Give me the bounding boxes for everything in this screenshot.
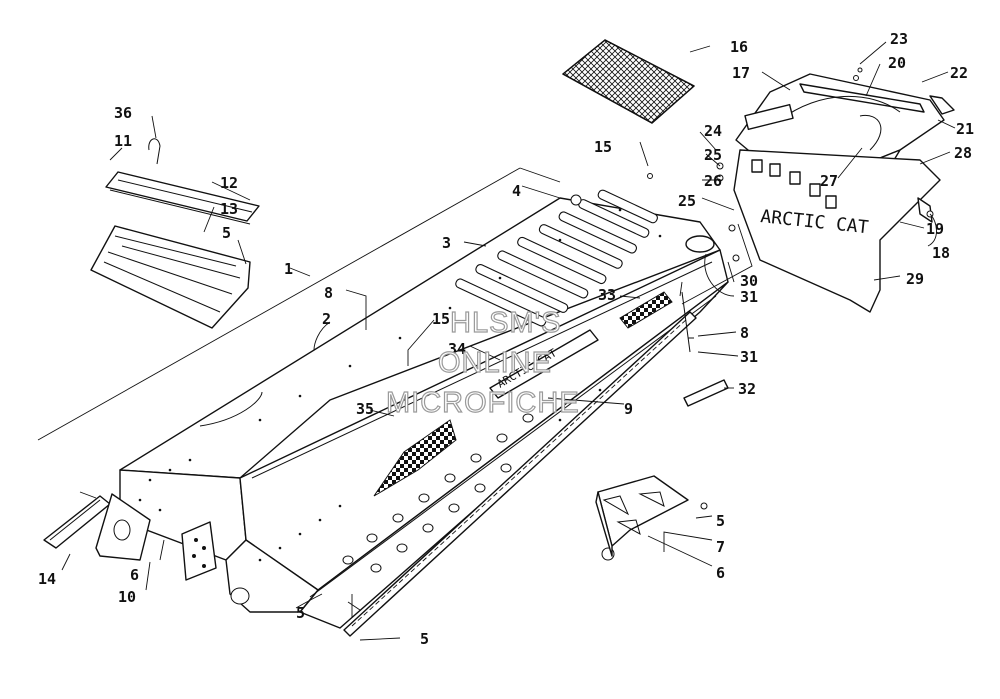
checkered-decal-part: [373, 419, 457, 497]
checkered-decal-small-part: [619, 291, 673, 329]
callout-36: 36: [114, 104, 132, 122]
callout-17: 17: [732, 64, 750, 82]
callout-6-right: 6: [716, 564, 725, 582]
watermark: HLSM'S ONLINE MICROFICHE: [385, 306, 580, 419]
callout-35: 35: [356, 400, 374, 418]
rear-panel-tabs: [751, 159, 837, 209]
callout-9: 9: [624, 400, 633, 418]
callout-15-upper: 15: [594, 138, 612, 156]
callout-5-bracket: 5: [716, 512, 725, 530]
front-plate-part: [95, 493, 151, 561]
bolt-part: [681, 291, 694, 353]
side-trim-strip-part: [343, 311, 697, 637]
callout-5-rail: 5: [222, 224, 231, 242]
callout-15-deck: 15: [432, 310, 450, 328]
callout-7: 7: [716, 538, 725, 556]
callout-2: 2: [322, 310, 331, 328]
callout-3: 3: [442, 234, 451, 252]
callout-31-lower: 31: [740, 348, 758, 366]
rail-cover-part: [105, 171, 260, 225]
rear-flap-panel-part: ARCTIC CAT: [733, 149, 941, 313]
callout-10: 10: [118, 588, 136, 606]
callout-14: 14: [38, 570, 56, 588]
watermark-line-3: MICROFICHE: [386, 387, 580, 419]
callout-5-bottom: 5: [296, 604, 305, 622]
callout-29: 29: [906, 270, 924, 288]
callout-6-left: 6: [130, 566, 139, 584]
callout-22: 22: [950, 64, 968, 82]
callout-8-right: 8: [740, 324, 749, 342]
callout-19: 19: [926, 220, 944, 238]
callout-8-left: 8: [324, 284, 333, 302]
callout-4: 4: [512, 182, 521, 200]
callout-33: 33: [598, 286, 616, 304]
callout-labels: 36 11 12 13 5 1 8 2 15 34 35 4 3 33 16 1…: [38, 30, 974, 648]
callout-23: 23: [890, 30, 908, 48]
hardware-fasteners: [570, 67, 934, 561]
callout-30: 30: [740, 272, 758, 290]
tunnel-main-part: [37, 167, 729, 629]
callout-25-lower: 25: [678, 192, 696, 210]
callout-27: 27: [820, 172, 838, 190]
tunnel-reinforcement-part: [90, 225, 251, 329]
callout-20: 20: [888, 54, 906, 72]
mount-bracket-part: [595, 475, 689, 557]
callout-13: 13: [220, 200, 238, 218]
callout-12: 12: [220, 174, 238, 192]
callout-21: 21: [956, 120, 974, 138]
clip-part: [148, 138, 161, 165]
callout-28: 28: [954, 144, 972, 162]
callout-5-strip: 5: [420, 630, 429, 648]
callout-24: 24: [704, 122, 722, 140]
callout-34: 34: [448, 340, 466, 358]
callout-31-upper: 31: [740, 288, 758, 306]
front-bracket-part: [181, 521, 217, 581]
watermark-line-2: ONLINE: [438, 347, 552, 379]
callout-32: 32: [738, 380, 756, 398]
deck-slots: [455, 189, 658, 327]
decal-plate-part: [683, 379, 729, 407]
callout-26: 26: [704, 172, 722, 190]
leader-lines: [61, 41, 956, 641]
watermark-line-1: HLSM'S: [450, 307, 561, 339]
traction-pad-part: [562, 39, 695, 124]
callout-11: 11: [114, 132, 132, 150]
callout-16: 16: [730, 38, 748, 56]
callout-18: 18: [932, 244, 950, 262]
callout-1: 1: [284, 260, 293, 278]
callout-25-upper: 25: [704, 146, 722, 164]
